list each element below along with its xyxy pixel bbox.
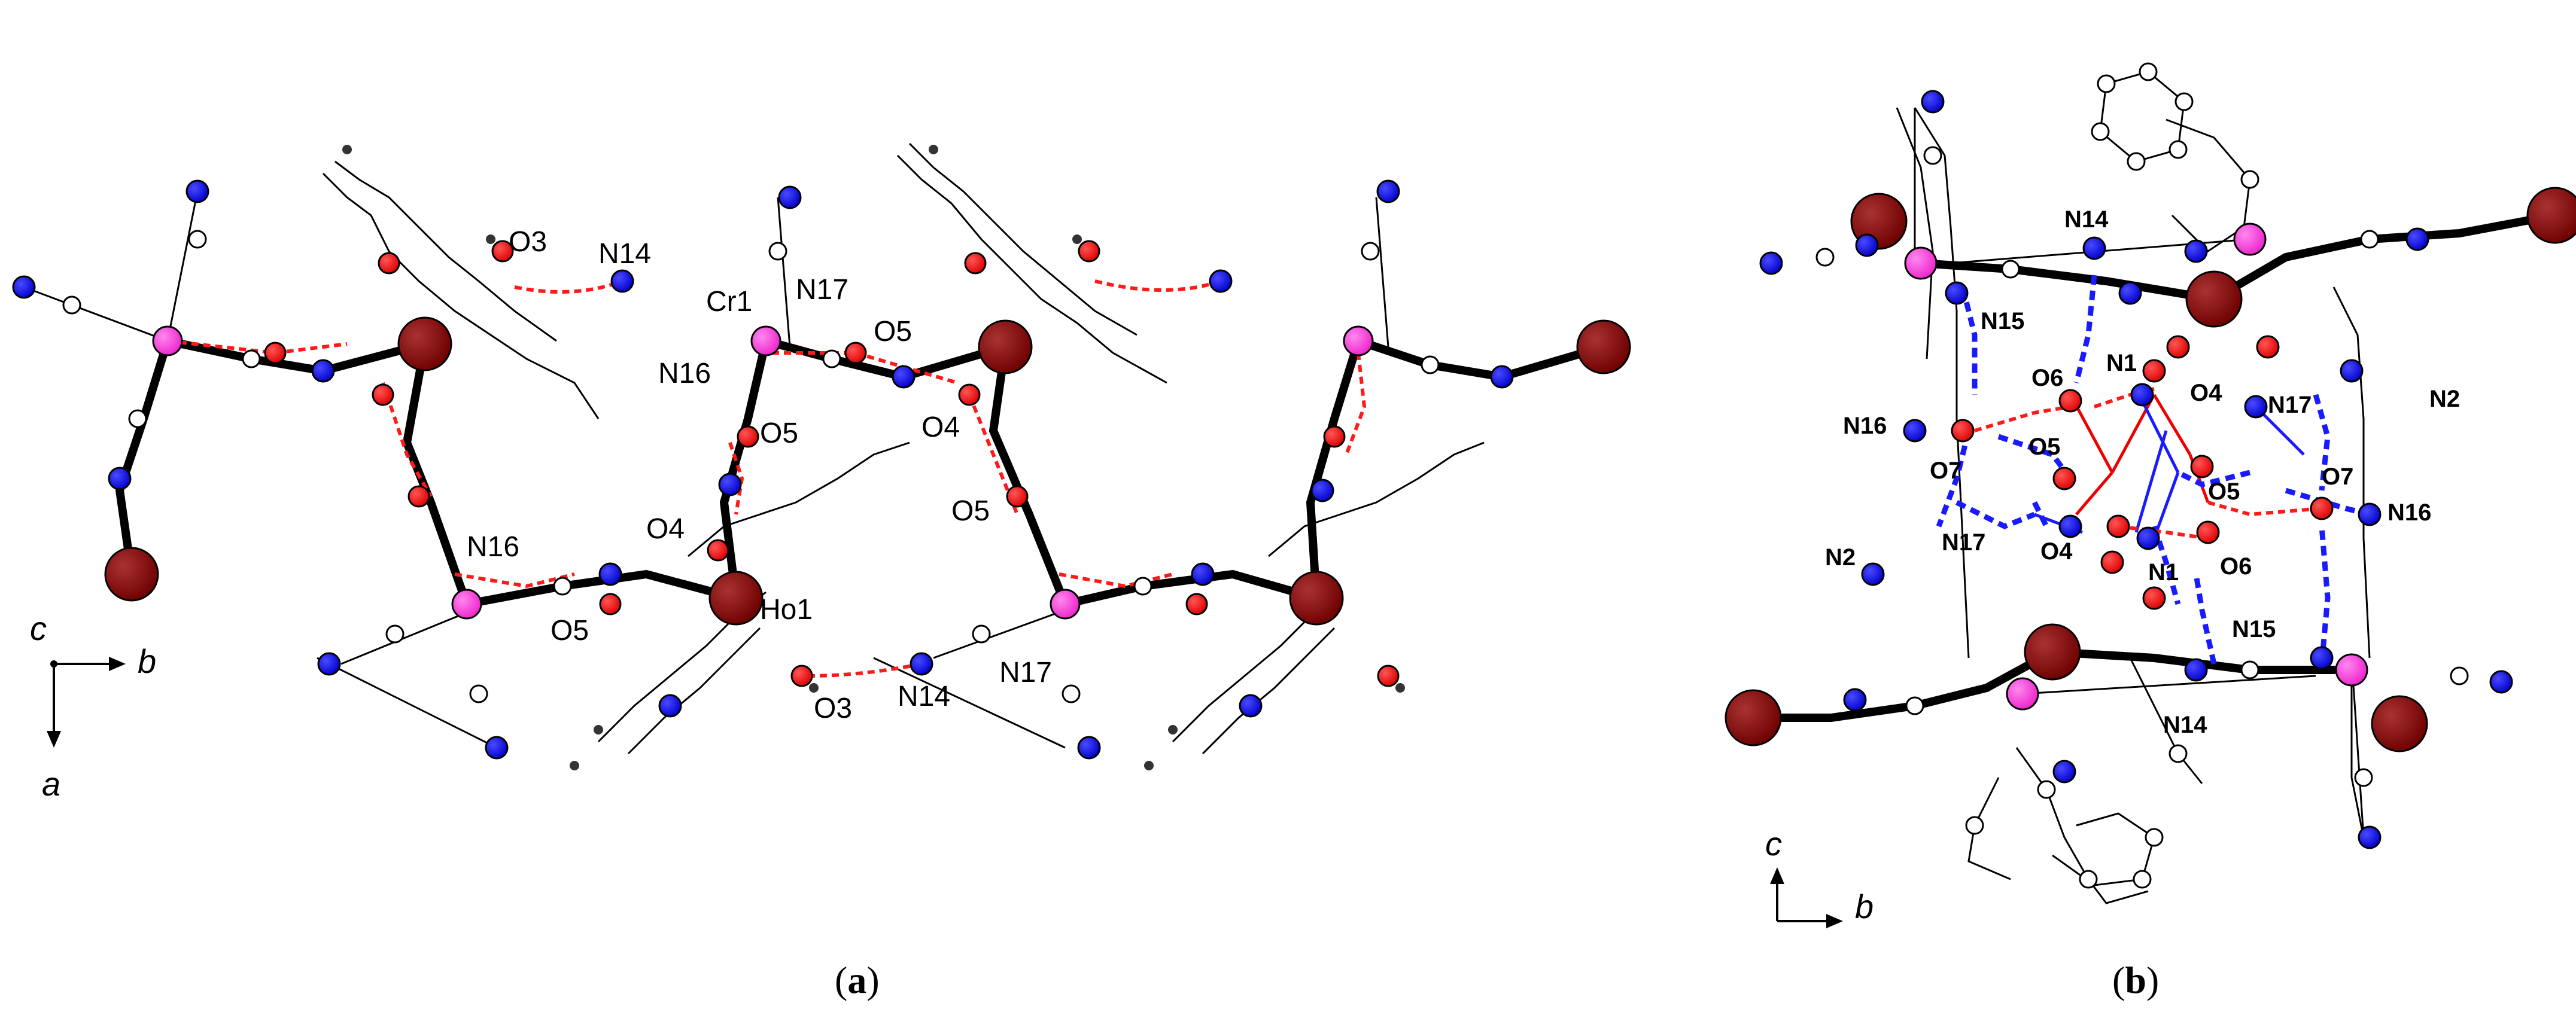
atom-label: N17 (796, 274, 848, 306)
atom-label: N16 (1843, 413, 1887, 439)
ho-atom (1289, 571, 1344, 626)
ho-atom (708, 571, 764, 626)
axis-label-a: a (42, 765, 60, 803)
ho-atom (2185, 270, 2243, 328)
atom-label: O5 (551, 615, 589, 647)
ligand-framework-a (23, 142, 1485, 755)
atom-label: Ho1 (760, 594, 813, 626)
atom-label: O4 (921, 412, 960, 443)
atom-label: O5 (951, 495, 990, 527)
axis-label-c: c (30, 609, 47, 647)
atom-labels-b: N14 N15 O6 N1 O4 N17 N2 N16 O5 O7 O5 O7 … (1825, 206, 2460, 738)
atom-label: N15 (1981, 308, 2024, 334)
axis-label-b: b (1855, 888, 1874, 925)
atom-label: O3 (814, 693, 852, 724)
panel-b: N14 N15 O6 N1 O4 N17 N2 N16 O5 O7 O5 O7 … (1725, 62, 2576, 1001)
axis-triad-b: c b (1765, 825, 1874, 928)
atom-label: O6 (2031, 365, 2063, 391)
atom-label: N2 (2429, 386, 2460, 412)
cr-atom (1050, 589, 1081, 620)
atom-label: N16 (467, 531, 519, 563)
atom-label: N1 (2106, 350, 2137, 376)
cr-atom (152, 325, 183, 356)
ho-atom (2526, 187, 2576, 244)
atoms-b (1725, 62, 2576, 889)
atom-label: N2 (1825, 544, 1856, 571)
panel-caption-a: (a) (835, 959, 880, 1001)
atom-label: O4 (646, 513, 685, 545)
ho-atom (2371, 695, 2428, 752)
atom-label: N17 (999, 657, 1052, 688)
ho-atom (1725, 689, 1782, 746)
atom-label: N15 (2232, 616, 2276, 642)
atom-label: O5 (874, 316, 912, 348)
axis-label-b: b (138, 642, 156, 680)
ho-atom (104, 547, 159, 602)
cr-atom (1343, 325, 1374, 356)
axis-triad-a: c b a (30, 609, 156, 803)
ho-atom (1576, 319, 1631, 374)
cr-atom (750, 325, 781, 356)
cr-atom (451, 589, 482, 620)
atom-labels-a: O3 N14 Cr1 N17 O5 N16 O5 O4 O5 O4 N16 O5… (467, 226, 1052, 724)
atom-label: O5 (2028, 434, 2060, 460)
metal-bridges-a (115, 337, 1608, 608)
cr-atom (1904, 246, 1938, 280)
atom-label: N16 (658, 358, 711, 389)
framework-lines-b (2034, 394, 2305, 539)
atom-label: O6 (2220, 553, 2252, 580)
axis-label-c: c (1765, 825, 1782, 863)
atom-label: O7 (1930, 458, 1961, 484)
ho-atom (397, 316, 452, 371)
panel-a: O3 N14 Cr1 N17 O5 N16 O5 O4 O5 O4 N16 O5… (12, 142, 1631, 1001)
ho-atom (978, 319, 1033, 374)
atom-label: N14 (2064, 206, 2109, 233)
atom-label: N1 (2148, 559, 2179, 586)
atom-label: N14 (2163, 712, 2207, 738)
atom-label: O7 (2322, 464, 2353, 490)
hydrogen-bonds-b (1936, 275, 2371, 665)
panel-caption-b: (b) (2112, 959, 2159, 1001)
ho-atom (2024, 623, 2081, 681)
atom-label: O4 (2040, 538, 2073, 565)
cr-atom (2233, 223, 2267, 256)
atom-label: O4 (2190, 380, 2222, 406)
cr-atom (2006, 677, 2039, 711)
atom-label: N16 (2388, 499, 2431, 526)
atom-label: N14 (598, 238, 651, 270)
atoms-a (12, 145, 1631, 770)
cr-atom (2335, 653, 2368, 687)
atom-label: N17 (1942, 529, 1985, 556)
atom-label: O3 (509, 226, 547, 258)
atom-label: Cr1 (706, 286, 752, 318)
atom-label: O5 (2208, 479, 2240, 505)
atom-label: N14 (898, 681, 950, 712)
atom-label: N17 (2268, 392, 2312, 418)
ligand-framework-b (1896, 71, 2371, 904)
atom-label: O5 (760, 417, 798, 449)
